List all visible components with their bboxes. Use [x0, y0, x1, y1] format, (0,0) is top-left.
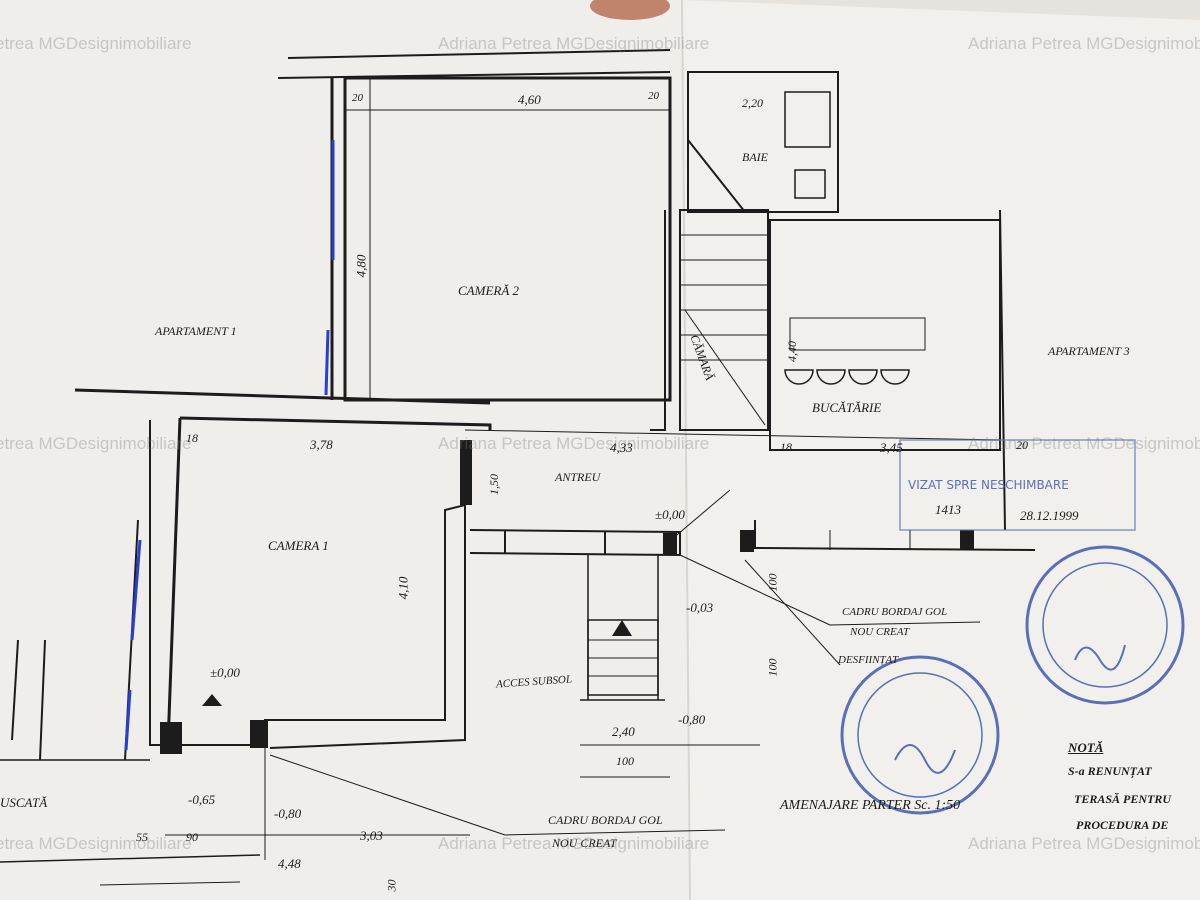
dimension-text: 18: [186, 431, 198, 445]
level-mark: ±0,00: [655, 507, 685, 522]
label-apartament-3: APARTAMENT 3: [1048, 344, 1130, 358]
dimension-text: 100: [765, 658, 780, 677]
watermark-text: Adriana Petrea MGDesignimobiliare: [968, 434, 1200, 453]
room-label-antreu: ANTREU: [555, 470, 601, 484]
dimension-text: 3,03: [360, 828, 383, 843]
annotation-cadru: NOU CREAT: [850, 626, 910, 638]
drawing-title: AMENAJARE PARTER Sc. 1:50: [780, 798, 961, 813]
dimension-text: 90: [186, 830, 198, 844]
watermark-text: Adriana Petrea MGDesignimobiliare: [968, 34, 1200, 53]
dimension-text: 4,40: [785, 341, 799, 362]
note-line: PROCEDURA DE: [1076, 818, 1169, 832]
dimension-text: 4,48: [278, 856, 301, 871]
watermark-text: Adriana Petrea MGDesignimobiliare: [438, 34, 710, 53]
dimension-text: 100: [616, 754, 634, 768]
annotation-cadru: CADRU BORDAJ GOL: [842, 606, 948, 618]
dimension-text: 3,78: [310, 437, 333, 452]
dimension-text: 4,80: [353, 254, 369, 278]
label-apartament-1: APARTAMENT 1: [155, 324, 237, 338]
room-label-bucatarie: BUCĂTĂRIE: [812, 400, 882, 415]
level-mark: -0,65: [188, 792, 216, 807]
watermark-text: etrea MGDesignimobiliare: [0, 434, 192, 453]
watermark-text: etrea MGDesignimobiliare: [0, 834, 192, 853]
dimension-text: 2,40: [612, 724, 635, 739]
dimension-text: 4,10: [395, 576, 411, 600]
label-uscata: USCATĂ: [0, 795, 48, 810]
note-title: NOTĂ: [1068, 740, 1104, 755]
note-line: S-a RENUNȚAT: [1068, 764, 1152, 778]
level-mark: -0,03: [686, 600, 714, 615]
room-label-camera1: CAMERA 1: [268, 538, 329, 553]
watermark-text: Adriana Petrea MGDesignimobiliare: [438, 434, 710, 453]
annotation-cadru: NOU CREAT: [552, 836, 617, 850]
stamp-number: 1413: [935, 502, 961, 517]
room-label-camera2: CAMERĂ 2: [458, 283, 520, 298]
dimension-text: 20: [648, 90, 659, 102]
dimension-text: 3,45: [880, 440, 903, 455]
room-label-baie: BAIE: [742, 150, 768, 164]
level-mark: -0,80: [274, 806, 302, 821]
watermark-text: etrea MGDesignimobiliare: [0, 34, 192, 53]
dimension-text: 20: [1016, 438, 1028, 452]
stamp-text: VIZAT SPRE NESCHIMBARE: [908, 478, 1069, 492]
annotation-desfiintat: DESFIINȚAT: [838, 654, 899, 666]
dimension-text: 4,33: [610, 440, 633, 455]
watermark-text: Adriana Petrea MGDesignimobiliare: [968, 834, 1200, 853]
dimension-text: 4,60: [518, 92, 541, 107]
watermark-text: Adriana Petrea MGDesignimobiliare: [438, 834, 710, 853]
dimension-text: 20: [352, 92, 363, 104]
dimension-text: 18: [780, 440, 792, 454]
level-mark: -0,80: [678, 712, 706, 727]
dimension-text: 55: [136, 830, 148, 844]
dimension-text: 30: [384, 879, 399, 892]
dimension-text: 2,20: [742, 96, 763, 110]
note-line: TERASĂ PENTRU: [1074, 792, 1172, 806]
stamp-date: 28.12.1999: [1020, 508, 1079, 523]
annotation-cadru: CADRU BORDAJ GOL: [548, 813, 663, 827]
dimension-text: 1,50: [487, 474, 501, 495]
dimension-text: 100: [765, 573, 780, 592]
level-mark: ±0,00: [210, 665, 240, 680]
